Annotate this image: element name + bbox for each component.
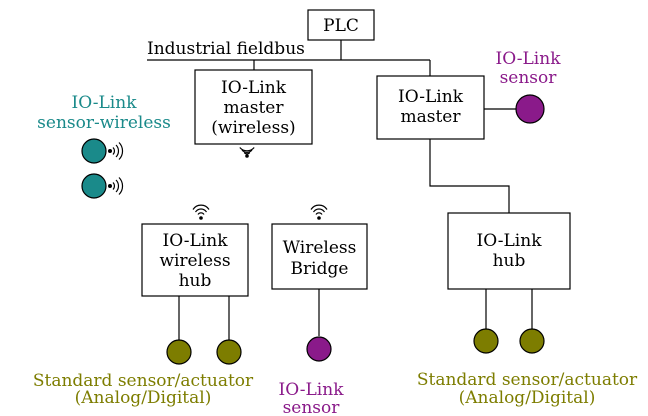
wireless-bridge-line-1: Wireless	[283, 238, 357, 258]
wireless-bridge-node: Wireless Bridge	[271, 223, 368, 290]
io-link-sensor-bottom-label-2: sensor	[283, 398, 341, 416]
io-link-master-wireless-node: IO-Link master (wireless)	[194, 69, 313, 145]
wireless-sensor-icon	[81, 138, 124, 164]
io-link-sensor-bottom	[306, 336, 332, 362]
master-wireless-line-1: IO-Link	[221, 78, 287, 98]
master-line-1: IO-Link	[398, 87, 464, 107]
plc-label: PLC	[323, 16, 359, 36]
std-right-label-1: Standard sensor/actuator	[417, 370, 638, 390]
std-right-label-2: (Analog/Digital)	[459, 388, 596, 408]
std-left-label-1: Standard sensor/actuator	[33, 371, 254, 391]
wifi-icon	[310, 204, 328, 220]
standard-sensor-left-1	[166, 339, 192, 365]
wireless-hub-line-3: hub	[179, 271, 212, 291]
hub-line-2: hub	[493, 251, 526, 271]
io-link-wireless-hub-node: IO-Link wireless hub	[141, 223, 249, 297]
standard-sensor-left-2	[216, 339, 242, 365]
master-line-2: master	[401, 107, 462, 127]
wireless-sensor-icon	[81, 173, 124, 199]
io-link-hub-node: IO-Link hub	[447, 212, 571, 290]
std-left-label-2: (Analog/Digital)	[75, 388, 212, 408]
connections	[147, 40, 533, 341]
hub-line-1: IO-Link	[477, 231, 543, 251]
sensor-wireless-label-1: IO-Link	[72, 93, 138, 113]
wireless-hub-line-2: wireless	[159, 251, 230, 271]
standard-sensor-right-1	[473, 328, 499, 354]
master-wireless-line-3: (wireless)	[211, 118, 295, 138]
wireless-hub-line-1: IO-Link	[163, 231, 229, 251]
io-link-sensor-bottom-label-1: IO-Link	[279, 380, 345, 400]
master-wireless-line-2: master	[224, 98, 285, 118]
sensor-wireless-label-2: sensor-wireless	[37, 113, 171, 133]
standard-sensor-right-2	[519, 328, 545, 354]
io-link-sensor-top	[515, 94, 545, 124]
plc-node: PLC	[307, 9, 375, 41]
wifi-icon	[192, 204, 210, 220]
fieldbus-label: Industrial fieldbus	[147, 39, 305, 59]
io-link-sensor-top-label-2: sensor	[500, 68, 558, 88]
io-link-sensor-top-label-1: IO-Link	[496, 49, 562, 69]
wifi-icon	[239, 147, 255, 158]
wireless-bridge-line-2: Bridge	[291, 259, 349, 279]
io-link-master-node: IO-Link master	[376, 75, 485, 140]
